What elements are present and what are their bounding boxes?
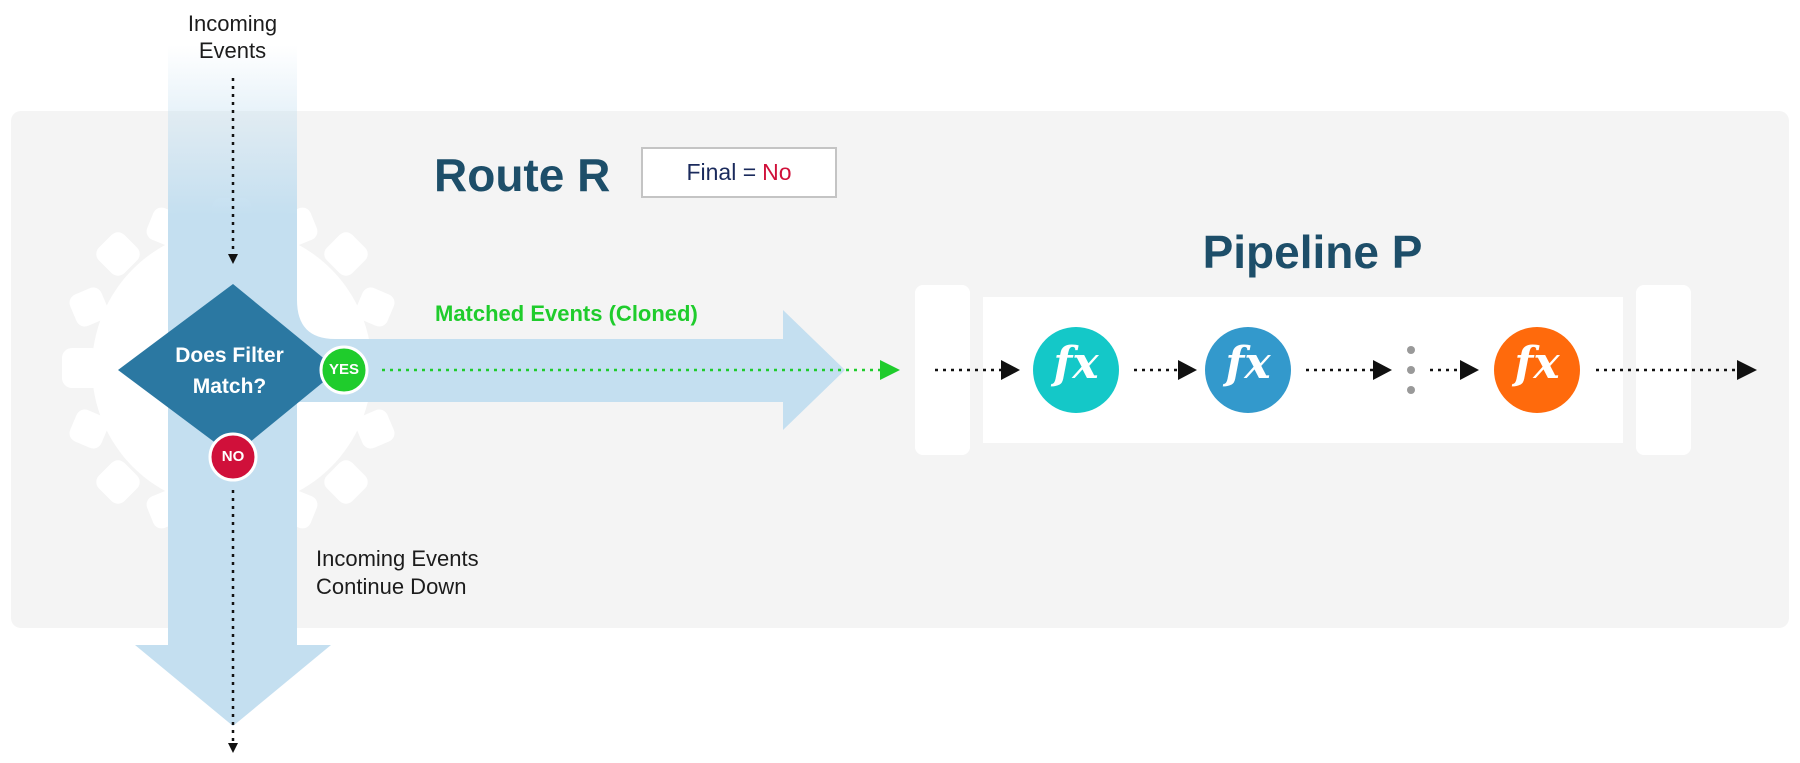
- function-icon-blue: [1205, 327, 1291, 413]
- final-setting-box: Final = No: [641, 147, 837, 198]
- yes-badge: [319, 345, 369, 395]
- pipeline-arrowhead-4: [1460, 360, 1479, 380]
- continue-down-label: Incoming Events Continue Down: [316, 546, 479, 599]
- pipeline-right-bracket: [1636, 285, 1691, 455]
- pipeline-title: Pipeline P: [1202, 226, 1423, 278]
- matched-arrowhead: [880, 360, 900, 380]
- function-icon-label-3: fx: [1514, 338, 1560, 389]
- function-icon-label-1: fx: [1053, 338, 1099, 389]
- yes-label: YES: [328, 361, 359, 378]
- final-value: No: [762, 159, 792, 185]
- filter-diamond: [118, 284, 338, 456]
- function-icon-teal: [1033, 327, 1119, 413]
- final-label: Final =: [686, 159, 757, 185]
- route-title: Route R: [434, 149, 611, 201]
- matched-flow-arrow: [297, 310, 845, 430]
- incoming-events-label: Incoming Events: [187, 11, 278, 63]
- matched-events-label: Matched Events (Cloned): [435, 301, 698, 326]
- pipeline-arrowhead-2: [1178, 360, 1197, 380]
- ellipsis-icon: [1407, 346, 1415, 394]
- flow-junction: [297, 300, 335, 339]
- pipeline-arrowhead-1: [1001, 360, 1020, 380]
- route-panel: [11, 111, 1789, 628]
- pipeline-out-arrowhead: [1737, 360, 1757, 380]
- pipeline-left-bracket: [915, 285, 970, 455]
- filter-question-label: Does Filter Match?: [175, 344, 284, 398]
- function-icon-orange: [1494, 327, 1580, 413]
- no-label: NO: [221, 448, 245, 465]
- function-icon-label-2: fx: [1225, 338, 1271, 389]
- no-badge: [208, 432, 258, 482]
- pipeline-arrowhead-3: [1373, 360, 1392, 380]
